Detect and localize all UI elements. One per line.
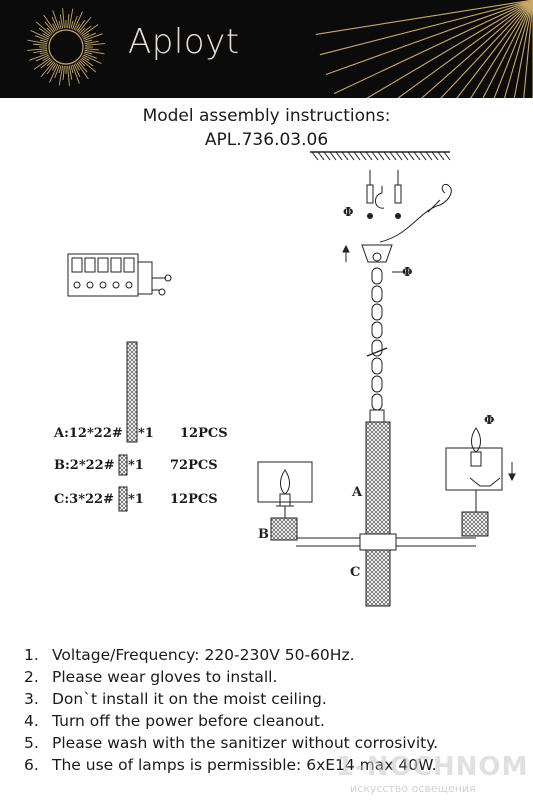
part-code: C:3*22# <box>54 492 114 507</box>
note-item: 2.Please wear gloves to install. <box>24 668 278 686</box>
part-code: A:12*22# <box>54 426 123 441</box>
label-a: A <box>351 485 363 500</box>
safety-notes-list: 1.Voltage/Frequency: 220-230V 50-60Hz. 2… <box>24 644 438 776</box>
phi-symbol-2: Φ <box>402 265 412 279</box>
model-number: APL.736.03.06 <box>204 130 329 150</box>
watermark-tagline: искусство освещения <box>350 782 476 795</box>
label-c: C <box>350 565 360 580</box>
column-cap <box>369 409 385 423</box>
rod-b-icon <box>118 454 128 476</box>
brand-header: Aployt <box>0 0 533 98</box>
rod-a-icon <box>126 341 138 443</box>
right-lamp <box>445 427 516 537</box>
note-item: 3.Don`t install it on the moist ceiling. <box>24 690 327 708</box>
part-quantity: 12PCS <box>180 426 228 441</box>
rod-c-icon <box>118 486 128 512</box>
part-code: B:2*22# <box>54 458 115 473</box>
left-lamp <box>257 461 313 541</box>
arm-hub <box>359 533 397 551</box>
central-crystal-column <box>365 421 391 535</box>
lower-crystal-column <box>365 549 391 607</box>
note-item: 1.Voltage/Frequency: 220-230V 50-60Hz. <box>24 646 355 664</box>
power-cable <box>379 183 452 243</box>
part-quantity: 12PCS <box>170 492 218 507</box>
mounting-hardware <box>366 170 402 219</box>
part-quantity: 72PCS <box>170 458 218 473</box>
note-item: 4.Turn off the power before cleanout. <box>24 712 325 730</box>
brand-logo-text: Aployt <box>128 22 240 62</box>
label-b: B <box>258 527 269 542</box>
suspension-chain <box>371 267 383 411</box>
sun-logo-icon <box>48 29 84 65</box>
cable-arrow <box>427 199 441 213</box>
note-item: 6.The use of lamps is permissible: 6xE14… <box>24 756 437 774</box>
sun-rays-decoration <box>27 0 533 98</box>
part-multiplier: *1 <box>128 458 144 473</box>
assembly-diagram: A B C Φ Φ Φ <box>67 151 516 607</box>
phi-symbol-3: Φ <box>484 413 494 427</box>
watermark-logo: 1-NOCHNOM <box>336 752 529 782</box>
ceiling <box>310 151 451 161</box>
part-multiplier: *1 <box>138 426 154 441</box>
document-title: Model assembly instructions: <box>142 106 391 126</box>
ceiling-canopy <box>361 244 393 263</box>
part-multiplier: *1 <box>128 492 144 507</box>
phi-symbol-1: Φ <box>343 205 353 219</box>
note-item: 5.Please wash with the sanitizer without… <box>24 734 439 752</box>
wiring-terminal-block <box>67 253 172 297</box>
watermark: 1-NOCHNOM искусство освещения <box>336 752 529 795</box>
